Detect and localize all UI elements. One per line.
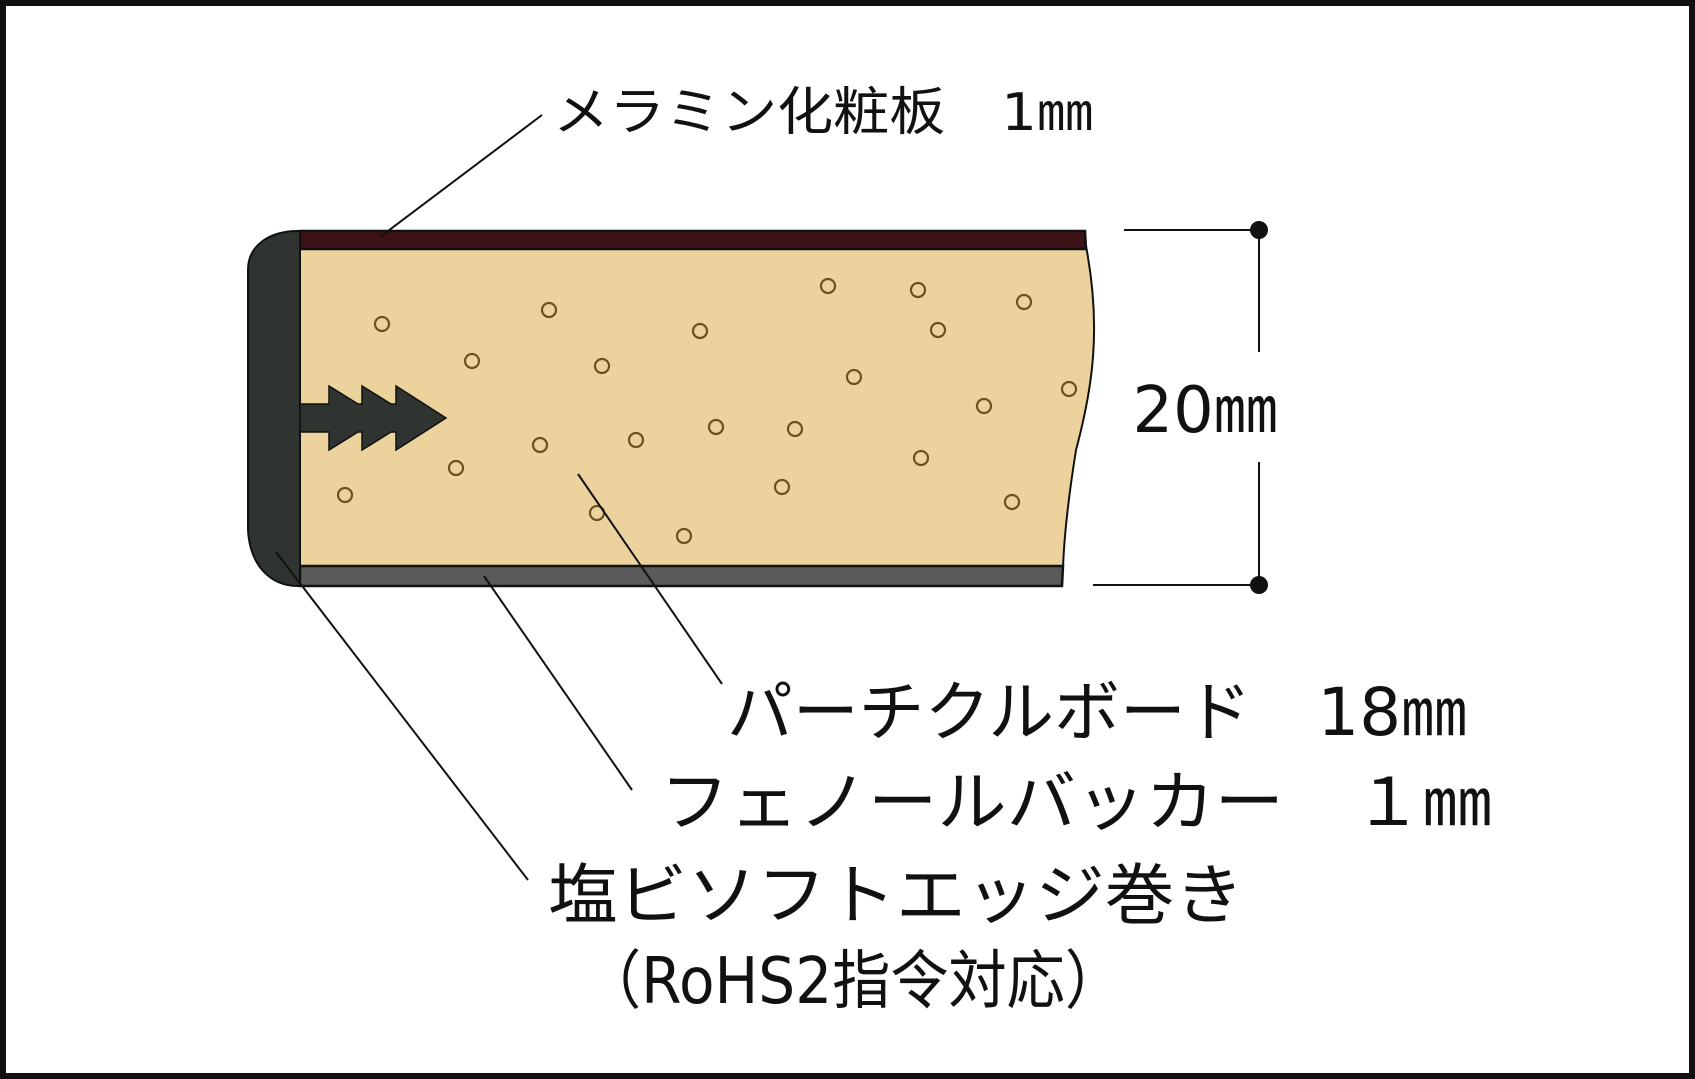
particle-dot bbox=[1015, 293, 1033, 311]
leader-lines bbox=[275, 114, 723, 881]
label-edge-line1: 塩ビソフトエッジ巻き bbox=[548, 857, 1244, 934]
particle-dot bbox=[912, 449, 930, 467]
label-edge-line2: （RoHS2指令対応） bbox=[583, 945, 1123, 1019]
particle-dot bbox=[675, 527, 693, 545]
particle-dot bbox=[531, 436, 549, 454]
particle-dot bbox=[975, 397, 993, 415]
pvc-soft-edge-wrap bbox=[247, 230, 301, 587]
label-phenol: フェノールバッカー １㎜ bbox=[660, 764, 1492, 841]
edge-barbed-tongue bbox=[299, 384, 448, 452]
leader-phenol bbox=[483, 575, 633, 791]
leader-melamine bbox=[379, 114, 543, 238]
particle-dot bbox=[929, 321, 947, 339]
particle-dot bbox=[593, 357, 611, 375]
particle-dot bbox=[909, 281, 927, 299]
particle-dot bbox=[819, 277, 837, 295]
melamine-top-layer bbox=[298, 229, 1088, 251]
thickness-dimension bbox=[1093, 221, 1268, 594]
label-thickness: 20㎜ bbox=[1133, 374, 1278, 448]
particle-dot bbox=[707, 418, 725, 436]
particle-dot bbox=[845, 368, 863, 386]
label-particleboard: パーチクルボード 18㎜ bbox=[727, 674, 1467, 751]
label-melamine: メラミン化粧板 1㎜ bbox=[553, 83, 1093, 143]
particle-dot bbox=[786, 420, 804, 438]
particle-dot bbox=[773, 478, 791, 496]
dimension-endpoint-bottom bbox=[1250, 576, 1268, 594]
particle-dot bbox=[540, 301, 558, 319]
particle-dot bbox=[1060, 380, 1078, 398]
particle-dot bbox=[463, 352, 481, 370]
dimension-endpoint-top bbox=[1250, 221, 1268, 239]
leader-particleboard bbox=[577, 473, 723, 685]
particle-dot bbox=[691, 322, 709, 340]
particle-dot bbox=[373, 315, 391, 333]
particle-dot bbox=[336, 486, 354, 504]
particleboard-core bbox=[299, 245, 1096, 569]
particle-dot bbox=[447, 459, 465, 477]
leader-edge bbox=[275, 551, 529, 881]
particle-dot bbox=[1003, 493, 1021, 511]
particle-dots bbox=[336, 277, 1078, 545]
phenol-backer-bottom-layer bbox=[298, 564, 1065, 588]
particle-dot bbox=[627, 431, 645, 449]
